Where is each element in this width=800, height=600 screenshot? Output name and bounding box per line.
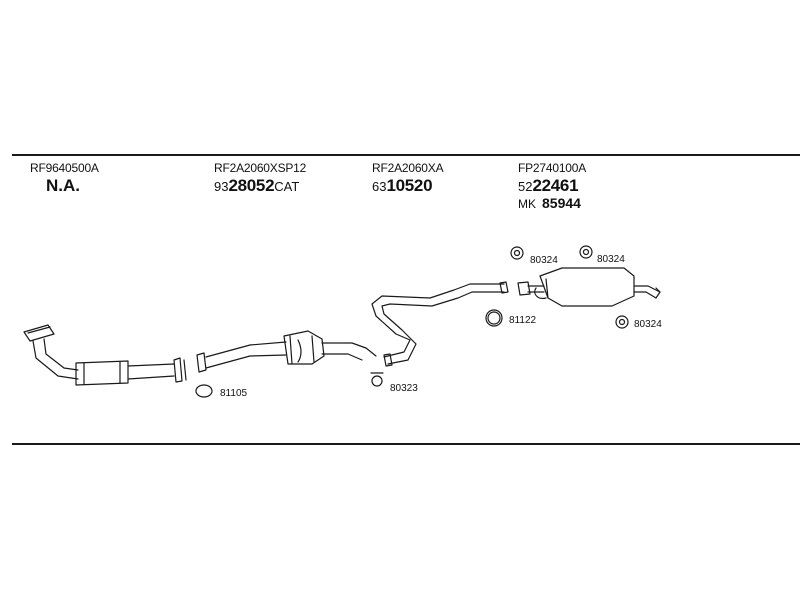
column-4-mk: MK 85944 xyxy=(518,196,581,210)
hanger-80324-b xyxy=(579,245,593,259)
gasket-81105 xyxy=(195,384,213,398)
hanger-80324-a xyxy=(510,246,524,260)
column-3-code: RF2A2060XA xyxy=(372,161,444,175)
hanger-80324-c xyxy=(615,315,629,329)
column-1-name: N.A. xyxy=(46,176,80,195)
column-3-part: 6310520 xyxy=(372,176,433,195)
label-81105: 81105 xyxy=(220,388,248,399)
column-1-code: RF9640500A xyxy=(30,161,99,175)
column-4-part-prefix: 52 xyxy=(518,179,533,194)
label-80324-a: 80324 xyxy=(530,255,558,266)
catalytic-converter-part xyxy=(196,330,377,373)
rear-silencer-part xyxy=(517,267,661,307)
column-4-part: 5222461 xyxy=(518,176,579,195)
clamp-80323 xyxy=(370,372,384,387)
column-4-part-number: 22461 xyxy=(532,176,579,195)
column-3-part-number: 10520 xyxy=(386,176,433,195)
column-4-code: FP2740100A xyxy=(518,161,587,175)
column-2-part: 9328052CAT xyxy=(214,177,299,194)
top-divider xyxy=(12,154,800,156)
column-3-part-prefix: 63 xyxy=(372,179,387,194)
label-80323: 80323 xyxy=(390,383,418,394)
column-2-part-number: 28052 xyxy=(228,176,275,195)
column-2-code: RF2A2060XSP12 xyxy=(214,161,307,175)
front-pipe-part xyxy=(23,324,187,386)
column-2-part-suffix: CAT xyxy=(274,179,300,194)
bottom-divider xyxy=(12,443,800,445)
label-81122: 81122 xyxy=(509,315,537,326)
ring-81122 xyxy=(485,309,503,327)
intermediate-pipe-part xyxy=(371,281,509,367)
column-4-mk-label: MK xyxy=(518,197,536,211)
label-80324-b: 80324 xyxy=(597,254,625,265)
column-2-part-prefix: 93 xyxy=(214,179,229,194)
column-4-mk-number: 85944 xyxy=(542,195,581,211)
label-80324-c: 80324 xyxy=(634,319,662,330)
